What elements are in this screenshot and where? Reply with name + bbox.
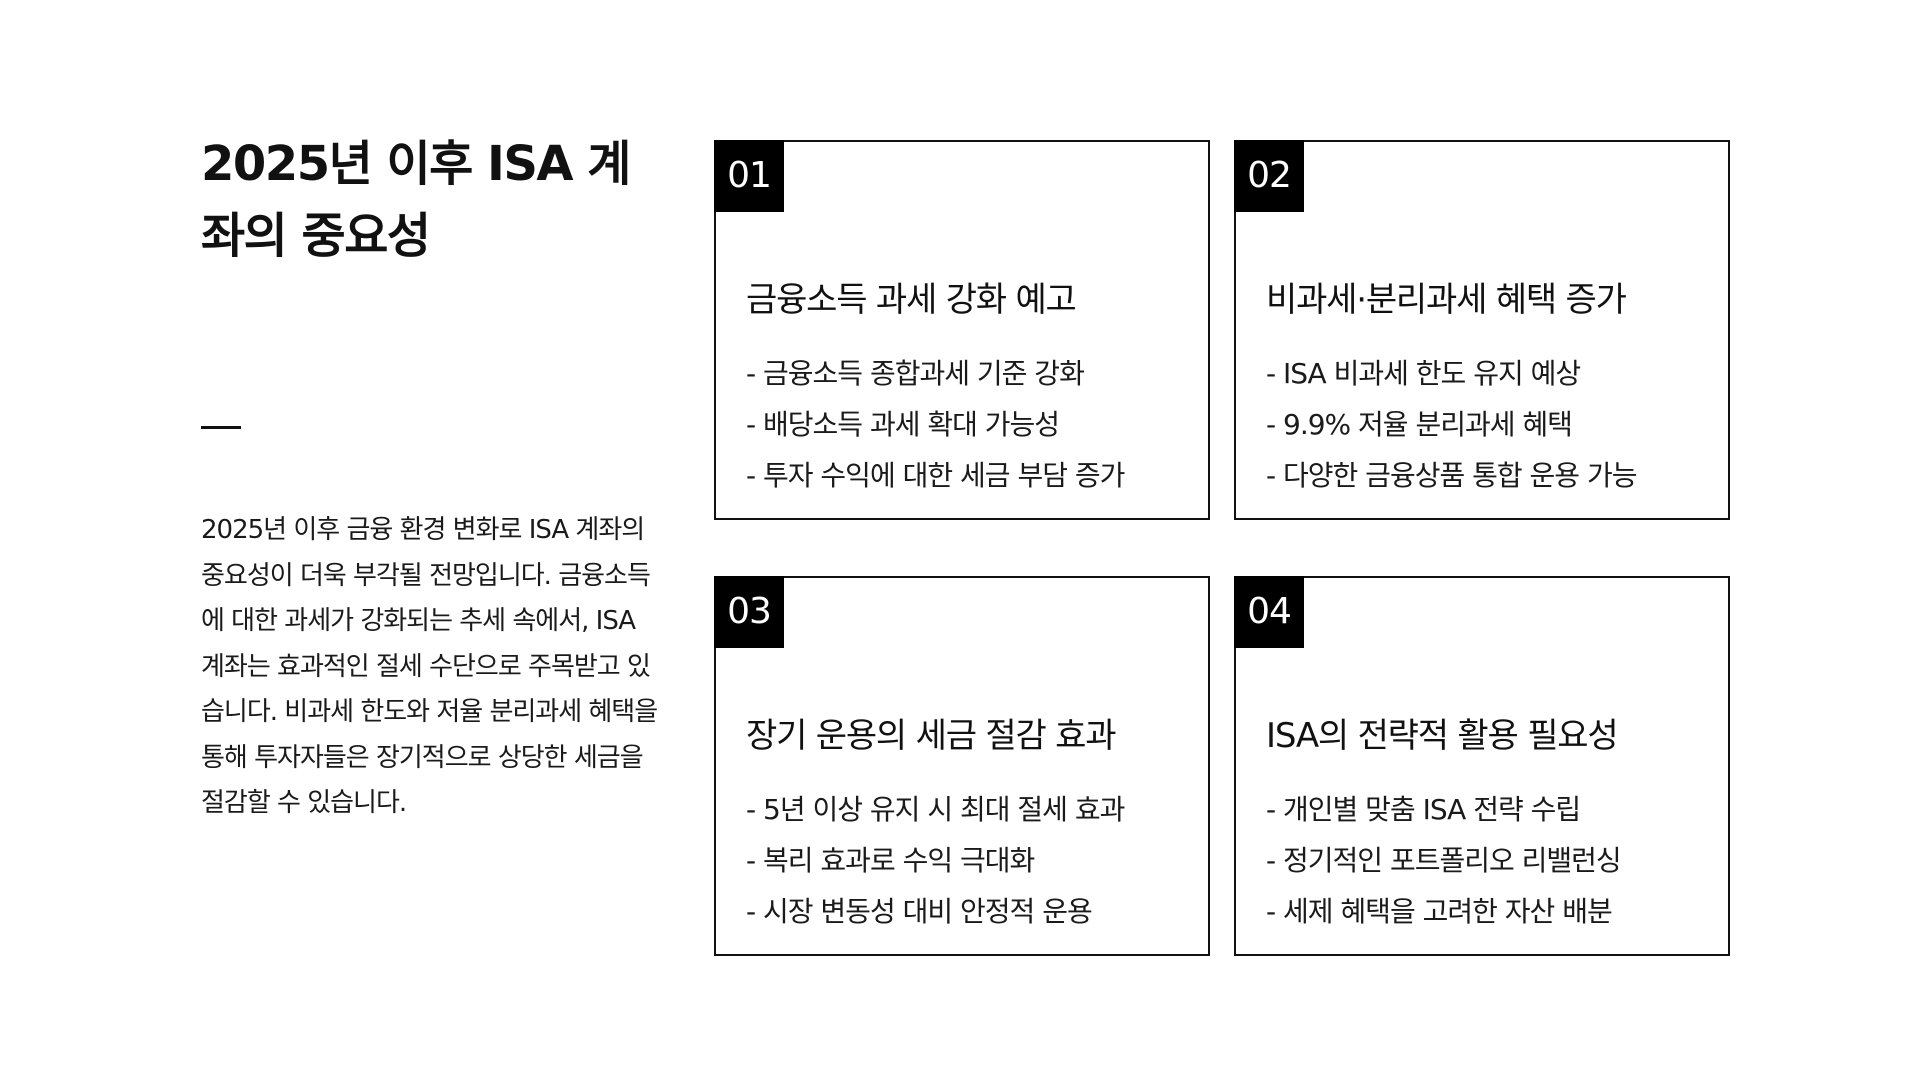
card-number-badge: 04	[1234, 576, 1304, 648]
card-title: 장기 운용의 세금 절감 효과	[746, 716, 1117, 756]
card-01: 01 금융소득 과세 강화 예고 - 금융소득 종합과세 기준 강화 - 배당소…	[714, 140, 1210, 520]
card-number-badge: 02	[1234, 140, 1304, 212]
card-number-badge: 01	[714, 140, 784, 212]
card-bullet-item: - ISA 비과세 한도 유지 예상	[1266, 357, 1581, 390]
card-bullet-item: - 정기적인 포트폴리오 리밸런싱	[1266, 844, 1622, 877]
card-bullet-item: - 시장 변동성 대비 안정적 운용	[746, 895, 1093, 928]
page-title: 2025년 이후 ISA 계좌의 중요성	[201, 136, 631, 264]
card-02: 02 비과세·분리과세 혜택 증가 - ISA 비과세 한도 유지 예상 - 9…	[1234, 140, 1730, 520]
card-bullet-item: - 다양한 금융상품 통합 운용 가능	[1266, 459, 1637, 492]
card-bullet-list: - 5년 이상 유지 시 최대 절세 효과 - 복리 효과로 수익 극대화 - …	[746, 784, 1125, 937]
description-paragraph: 2025년 이후 금융 환경 변화로 ISA 계좌의 중요성이 더욱 부각될 전…	[201, 515, 658, 818]
card-bullet-item: - 개인별 맞춤 ISA 전략 수립	[1266, 793, 1581, 826]
card-number-badge: 03	[714, 576, 784, 648]
card-bullet-item: - 금융소득 종합과세 기준 강화	[746, 357, 1085, 390]
card-bullet-item: - 9.9% 저율 분리과세 혜택	[1266, 408, 1573, 441]
card-03: 03 장기 운용의 세금 절감 효과 - 5년 이상 유지 시 최대 절세 효과…	[714, 576, 1210, 956]
left-column: 2025년 이후 ISA 계좌의 중요성	[201, 128, 661, 272]
card-bullet-list: - 금융소득 종합과세 기준 강화 - 배당소득 과세 확대 가능성 - 투자 …	[746, 348, 1125, 501]
card-title: 금융소득 과세 강화 예고	[746, 280, 1077, 320]
card-bullet-list: - 개인별 맞춤 ISA 전략 수립 - 정기적인 포트폴리오 리밸런싱 - 세…	[1266, 784, 1622, 937]
card-bullet-item: - 세제 혜택을 고려한 자산 배분	[1266, 895, 1613, 928]
card-bullet-list: - ISA 비과세 한도 유지 예상 - 9.9% 저율 분리과세 혜택 - 다…	[1266, 348, 1637, 501]
card-title: 비과세·분리과세 혜택 증가	[1266, 280, 1627, 320]
title-divider	[201, 426, 241, 429]
card-bullet-item: - 5년 이상 유지 시 최대 절세 효과	[746, 793, 1125, 826]
card-bullet-item: - 복리 효과로 수익 극대화	[746, 844, 1035, 877]
card-title: ISA의 전략적 활용 필요성	[1266, 716, 1619, 756]
card-04: 04 ISA의 전략적 활용 필요성 - 개인별 맞춤 ISA 전략 수립 - …	[1234, 576, 1730, 956]
card-bullet-item: - 배당소득 과세 확대 가능성	[746, 408, 1060, 441]
card-bullet-item: - 투자 수익에 대한 세금 부담 증가	[746, 459, 1125, 492]
